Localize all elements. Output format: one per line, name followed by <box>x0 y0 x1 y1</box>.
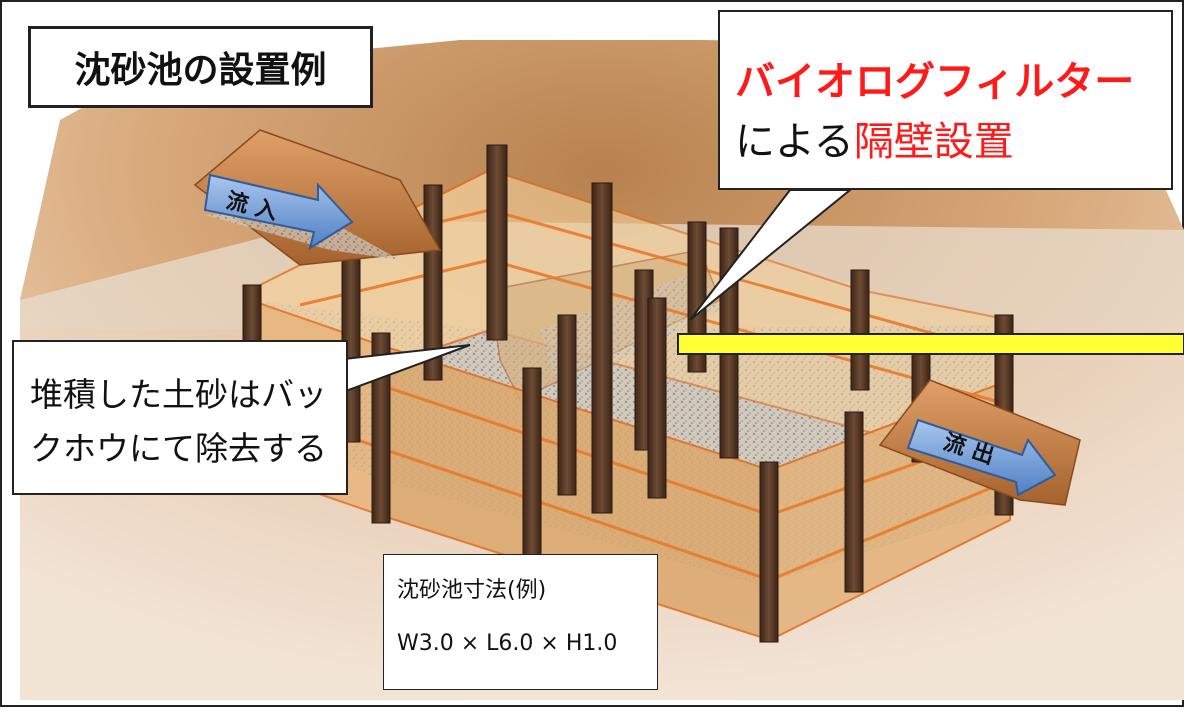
post <box>486 144 508 341</box>
filter-callout-emphasis: 隔壁設置 <box>853 119 1014 165</box>
filter-callout-tail <box>689 189 853 321</box>
page-title: 沈砂池の設置例 <box>28 26 373 108</box>
post <box>844 411 864 593</box>
dimension-line1: 沈砂池寸法(例) <box>397 578 547 603</box>
filter-callout-line1: バイオログフィルター <box>735 59 1135 105</box>
sediment-callout-line1: 堆積した土砂はバッ <box>30 375 327 414</box>
inlet-chute-floor <box>205 210 400 260</box>
post <box>522 367 542 559</box>
post <box>850 269 870 391</box>
post <box>759 461 779 643</box>
highlight-bar <box>677 333 1184 355</box>
filter-callout-line2: による隔壁設置 <box>735 122 1014 162</box>
filter-callout-prefix: による <box>735 119 854 165</box>
filter-partition-2 <box>540 270 720 390</box>
inflow-arrow: 流 入 <box>203 173 354 251</box>
post <box>591 182 613 514</box>
dimension-box <box>383 554 658 690</box>
filter-callout <box>718 10 1173 190</box>
post <box>647 297 667 499</box>
dimension-line2: W3.0 × L6.0 × H1.0 <box>397 631 618 656</box>
sediment-callout-line2: クホウにて除去する <box>30 429 327 468</box>
sediment-callout <box>12 340 348 495</box>
post <box>557 314 577 496</box>
